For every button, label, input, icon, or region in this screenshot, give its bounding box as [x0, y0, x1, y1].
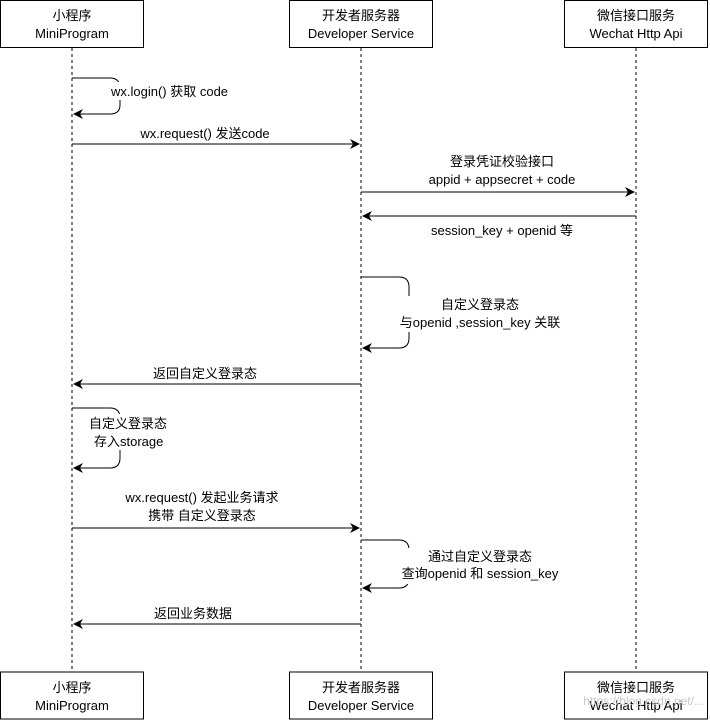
message-custom-login-state: 自定义登录态 与openid ,session_key 关联 — [361, 276, 575, 353]
participant-developer-service-bottom: 开发者服务器 Developer Service — [289, 671, 433, 720]
participant-name-en: MiniProgram — [35, 26, 109, 41]
watermark: https://blog.csdn.net/... — [583, 694, 704, 708]
participant-miniprogram-top: 小程序 MiniProgram — [0, 0, 144, 48]
message-return-login-state: 返回自定义登录态 — [73, 366, 361, 389]
message-label: 查询openid 和 session_key — [402, 566, 559, 581]
message-send-code: wx.request() 发送code — [72, 126, 360, 149]
participant-name-cn: 小程序 — [52, 680, 91, 695]
message-label: appid + appsecret + code — [429, 172, 576, 187]
participant-name-cn: 微信接口服务 — [597, 680, 675, 695]
message-store-login-state: 自定义登录态 存入storage — [72, 407, 182, 473]
message-label: 返回业务数据 — [154, 606, 232, 621]
message-query-session: 通过自定义登录态 查询openid 和 session_key — [361, 539, 570, 593]
participant-name-en: Wechat Http Api — [590, 698, 683, 713]
message-label: 返回自定义登录态 — [153, 366, 257, 381]
participant-name-en: Wechat Http Api — [590, 26, 683, 41]
message-label: 携带 自定义登录态 — [148, 508, 256, 523]
message-label: wx.request() 发起业务请求 — [124, 490, 278, 505]
message-wx-login: wx.login() 获取 code — [72, 77, 242, 119]
participant-name-cn: 开发者服务器 — [322, 8, 400, 23]
message-label: 通过自定义登录态 — [428, 549, 532, 564]
message-return-business-data: 返回业务数据 — [73, 606, 361, 629]
participant-name-en: MiniProgram — [35, 698, 109, 713]
message-session-return: session_key + openid 等 — [362, 211, 636, 238]
message-verify-login: 登录凭证校验接口 appid + appsecret + code — [361, 154, 635, 197]
participant-developer-service-top: 开发者服务器 Developer Service — [289, 0, 433, 48]
participant-name-cn: 微信接口服务 — [597, 8, 675, 23]
message-label: wx.request() 发送code — [139, 126, 269, 141]
message-label: 自定义登录态 — [89, 416, 167, 431]
participant-name-en: Developer Service — [308, 698, 414, 713]
message-label: 登录凭证校验接口 — [450, 154, 554, 169]
participant-name-cn: 开发者服务器 — [322, 680, 400, 695]
participant-miniprogram-bottom: 小程序 MiniProgram — [0, 671, 144, 720]
message-label: session_key + openid 等 — [431, 223, 573, 238]
participant-name-en: Developer Service — [308, 26, 414, 41]
message-label: 自定义登录态 — [441, 297, 519, 312]
message-label: 与openid ,session_key 关联 — [400, 315, 560, 330]
message-label: wx.login() 获取 code — [110, 84, 228, 99]
participant-name-cn: 小程序 — [52, 8, 91, 23]
message-label: 存入storage — [94, 434, 163, 449]
participant-wechat-api-top: 微信接口服务 Wechat Http Api — [564, 0, 708, 48]
message-business-request: wx.request() 发起业务请求 携带 自定义登录态 — [72, 490, 360, 533]
participant-wechat-api-bottom: 微信接口服务 Wechat Http Api — [564, 671, 708, 720]
